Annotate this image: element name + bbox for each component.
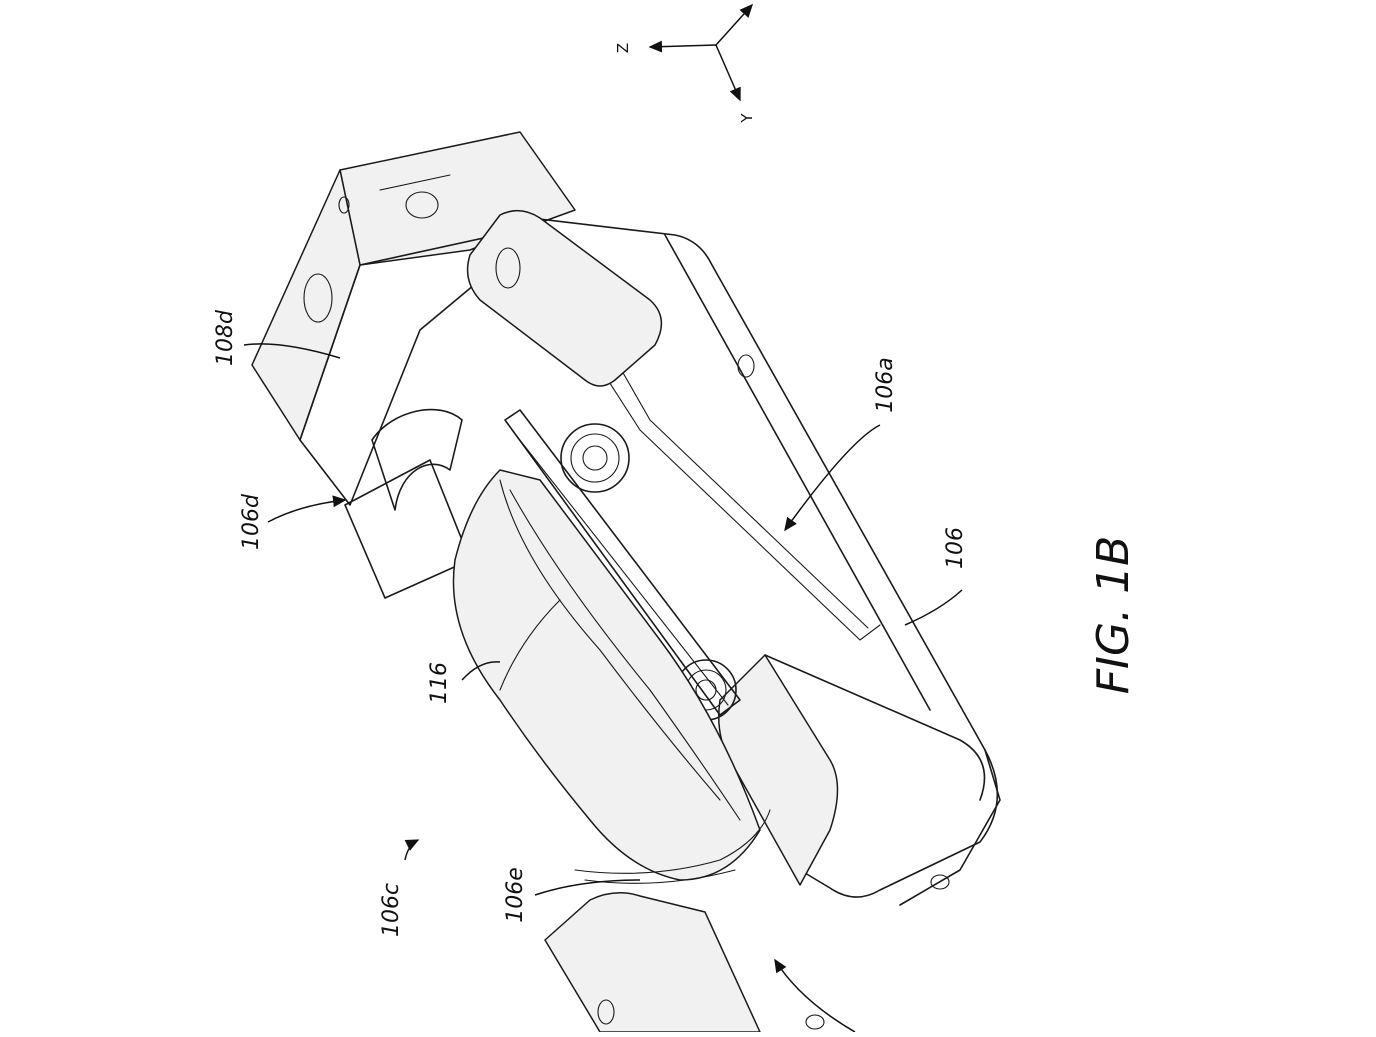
axis-triad	[648, 3, 754, 102]
label-116: 116	[427, 662, 452, 704]
axis-z-label: Z	[614, 43, 632, 53]
figure-caption: FIG. 1B	[1088, 536, 1139, 695]
label-106e: 106e	[503, 867, 528, 923]
left-support-block	[544, 892, 761, 1033]
label-106a: 106a	[873, 357, 898, 412]
leader-lines	[243, 343, 963, 1033]
rear-clamp-block	[251, 131, 576, 599]
label-108d: 108d	[213, 309, 238, 366]
label-106d: 106d	[239, 493, 264, 550]
label-106: 106	[943, 527, 968, 569]
body-116	[452, 469, 771, 884]
axis-y-label: Y	[738, 113, 756, 124]
label-106c: 106c	[379, 883, 404, 937]
front-boss	[466, 209, 663, 387]
right-support-block	[718, 654, 986, 886]
